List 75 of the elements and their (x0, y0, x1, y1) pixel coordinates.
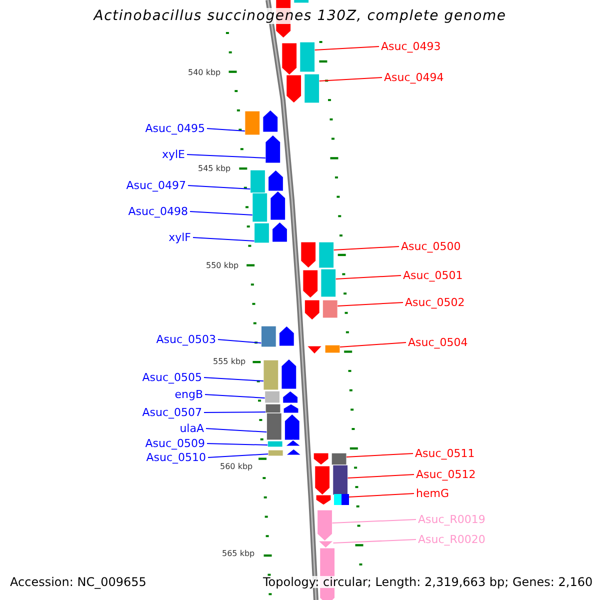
gene-label: Asuc_0495 (145, 123, 205, 134)
leader-line (314, 46, 380, 50)
leader-line (204, 377, 264, 382)
leader-line (206, 443, 268, 446)
leader-line (346, 453, 414, 458)
gene-label: Asuc_0505 (142, 372, 202, 383)
gene-block (254, 222, 288, 244)
gene-label: Asuc_0493 (381, 41, 441, 52)
gene-block (282, 42, 316, 76)
gene-label: Asuc_0511 (415, 448, 475, 459)
gene-label: hemG (416, 488, 449, 499)
gene-label: xylF (168, 232, 191, 243)
leader-line (190, 211, 253, 216)
gene-label: Asuc_0500 (401, 241, 461, 252)
leader-line (340, 342, 406, 348)
gene-block (304, 300, 338, 320)
leader-line (204, 412, 266, 413)
gene-block (265, 134, 281, 164)
gene-block (263, 358, 297, 390)
gene-block (306, 344, 340, 354)
leader-line (348, 493, 414, 498)
leader-line (347, 474, 414, 478)
gene-label: ulaA (180, 423, 204, 434)
gene-block (313, 452, 347, 466)
accession-label: Accession: NC_009655 (10, 576, 146, 588)
gene-block (260, 326, 294, 348)
leader-line (218, 339, 262, 344)
gene-block (300, 242, 334, 268)
gene-label: Asuc_0509 (145, 438, 205, 449)
leader-line (332, 539, 416, 544)
gene-label: Asuc_0501 (403, 270, 463, 281)
leader-line (333, 246, 400, 250)
leader-line (188, 185, 251, 190)
gene-block (252, 190, 286, 222)
diagram-title: Actinobacillus succinogenes 130Z, complete genome (92, 9, 508, 23)
leader-line (332, 519, 416, 524)
gene-block (266, 412, 300, 440)
leader-line (192, 237, 255, 242)
gene-block (286, 74, 320, 104)
gene-label: Asuc_0494 (384, 72, 444, 83)
gene-block (268, 448, 302, 456)
leader-line (206, 428, 268, 432)
scale-label: 545 kbp (198, 165, 231, 173)
gene-label: Asuc_0510 (146, 452, 206, 463)
scale-label: 560 kbp (220, 463, 253, 471)
gene-label: Asuc_0497 (126, 180, 186, 191)
scale-label: 565 kbp (222, 550, 255, 558)
leader-line (208, 454, 269, 458)
gene-block (267, 440, 302, 448)
gene-label: Asuc_R0020 (418, 534, 486, 545)
gene-block (264, 390, 298, 404)
gene-label: Asuc_0507 (142, 407, 202, 418)
genome-stats-label: Topology: circular; Length: 2,319,663 bp; Genes: 2,160 (263, 576, 593, 588)
gene-block (302, 268, 336, 298)
leader-line (206, 128, 246, 132)
leader-line (204, 394, 266, 398)
gene-label: Asuc_R0019 (418, 514, 486, 525)
gene-block (250, 170, 284, 194)
gene-label: Asuc_0502 (405, 297, 465, 308)
gene-label: Asuc_0503 (156, 334, 216, 345)
gene-label: Asuc_0498 (128, 206, 188, 217)
gene-label: Asuc_0504 (408, 337, 468, 348)
gene-block (265, 404, 299, 414)
gene-block (314, 464, 348, 496)
scale-label: 550 kbp (206, 262, 239, 270)
gene-block (316, 494, 349, 506)
leader-line (318, 77, 382, 82)
scale-label: 540 kbp (188, 69, 221, 77)
gene-label: engB (174, 389, 203, 400)
gene-label: Asuc_0512 (416, 469, 476, 480)
leader-line (335, 275, 402, 280)
gene-block (244, 110, 278, 136)
scale-label: 555 kbp (213, 358, 246, 366)
leader-line (186, 154, 266, 158)
gene-label: xylE (162, 149, 185, 160)
